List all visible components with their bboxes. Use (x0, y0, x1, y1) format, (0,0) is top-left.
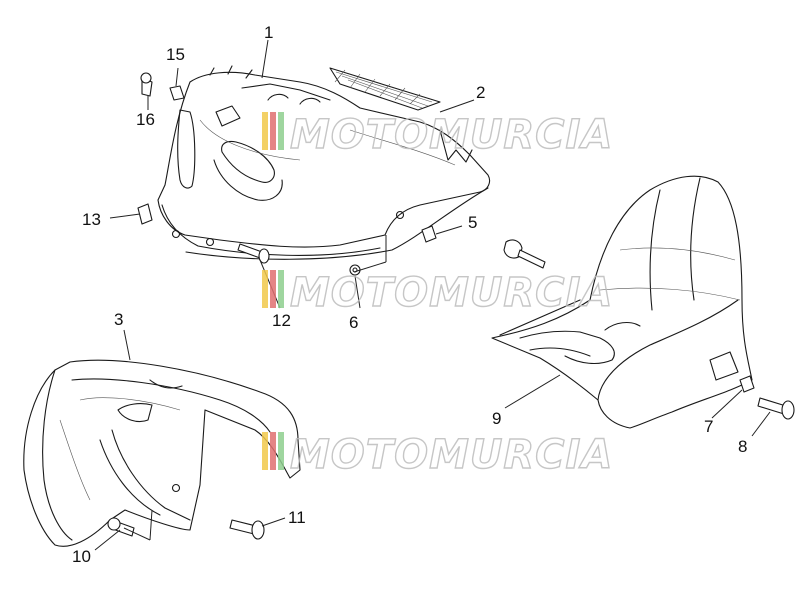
watermark-top: MOTOMURCIA (262, 111, 613, 159)
part-11-screw (229, 519, 265, 540)
part-7-clip (739, 375, 755, 393)
callout-5: 5 (468, 213, 477, 232)
callout-8: 8 (738, 437, 747, 456)
part-5-clip (421, 225, 437, 243)
part-16-screw (140, 72, 153, 97)
watermark-bottom: MOTOMURCIA (262, 431, 613, 479)
callout-labels: 1 2 3 5 6 7 8 9 10 11 12 13 15 16 (72, 23, 747, 566)
part-15-clip (169, 85, 185, 101)
callout-10: 10 (72, 547, 91, 566)
part-10-bolt (107, 517, 135, 537)
watermark-text-bottom: MOTOMURCIA (290, 432, 613, 478)
watermark-middle: MOTOMURCIA (262, 269, 613, 317)
callout-11: 11 (288, 508, 306, 527)
watermark-text-top: MOTOMURCIA (290, 112, 613, 158)
part-13-bracket (137, 203, 153, 225)
part-3-front-mudguard (23, 359, 301, 547)
callout-2: 2 (476, 83, 485, 102)
part-12-screw (237, 243, 270, 264)
callout-9: 9 (492, 409, 501, 428)
bolt-rear (503, 239, 546, 269)
part-9-rear-mudguard (491, 175, 753, 429)
watermark-text-middle: MOTOMURCIA (290, 270, 613, 316)
callout-7: 7 (704, 417, 713, 436)
callout-12: 12 (272, 311, 291, 330)
callout-16: 16 (136, 110, 155, 129)
part-8-screw (757, 397, 795, 420)
part-1-inner-shield (157, 65, 491, 260)
callout-15: 15 (166, 45, 185, 64)
part-2-mesh-grille (329, 67, 473, 163)
callout-13: 13 (82, 210, 101, 229)
callout-1: 1 (264, 23, 273, 42)
callout-3: 3 (114, 310, 123, 329)
callout-6: 6 (349, 313, 358, 332)
